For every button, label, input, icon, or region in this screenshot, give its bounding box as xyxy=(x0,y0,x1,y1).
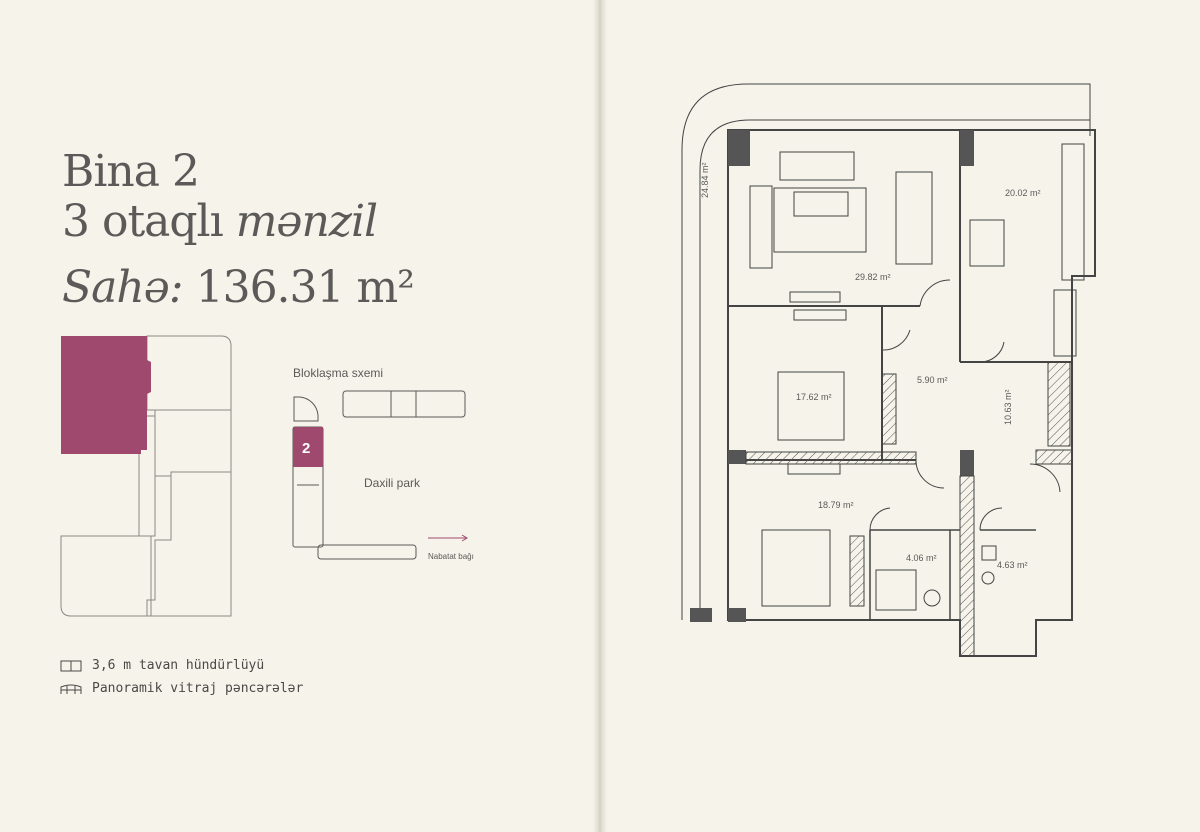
window-icon xyxy=(60,684,82,694)
park-label: Daxili park xyxy=(364,476,421,490)
feature-ceiling: 3,6 m tavan hündürlüyü xyxy=(60,658,264,673)
bath2-area: 4.63 m² xyxy=(997,560,1028,570)
block-scheme xyxy=(292,390,468,560)
scheme-block-active xyxy=(293,427,323,467)
feature-ceiling-text: 3,6 m tavan hündürlüyü xyxy=(92,658,265,673)
bedroom2-area: 18.79 m² xyxy=(818,500,854,510)
kitchen-area: 20.02 m² xyxy=(1005,188,1041,198)
living-area: 29.82 m² xyxy=(855,272,891,282)
scheme-block-long xyxy=(342,390,466,418)
hall-area: 5.90 m² xyxy=(917,375,948,385)
site-building-east xyxy=(146,471,232,617)
right-page xyxy=(602,0,1200,832)
area-value: 136.31 m² xyxy=(195,262,415,313)
terrace-area: 24.84 m² xyxy=(700,162,710,198)
book-spine xyxy=(593,0,607,832)
building-title: Bina 2 xyxy=(62,146,200,197)
bath1-area: 4.06 m² xyxy=(906,553,937,563)
area-label: Sahə: xyxy=(62,262,184,313)
site-highlighted-block xyxy=(61,336,151,454)
site-building-middle xyxy=(154,409,232,477)
bedroom1-area: 17.62 m² xyxy=(796,392,832,402)
site-connector xyxy=(138,415,156,537)
feature-window-text: Panoramik vitraj pəncərələr xyxy=(92,681,304,696)
outer-walls xyxy=(727,129,1096,657)
site-building-north xyxy=(146,335,232,411)
floor-plan xyxy=(681,83,1096,657)
ceiling-height-icon xyxy=(60,660,82,671)
site-building-west xyxy=(60,535,152,617)
garden-label: Nabatat bağı xyxy=(428,552,474,561)
terrace-outline xyxy=(681,83,1091,620)
block-scheme-title: Bloklaşma sxemi xyxy=(293,366,384,380)
scheme-block-corner xyxy=(293,396,319,422)
area-title: Sahə: 136.31 m² xyxy=(62,262,415,313)
corridor-area: 10.63 m² xyxy=(1003,389,1013,425)
rooms-prefix: 3 otaqlı xyxy=(62,196,224,247)
site-map xyxy=(60,335,232,617)
rooms-suffix: mənzil xyxy=(235,196,378,247)
block-number: 2 xyxy=(302,440,311,457)
rooms-title: 3 otaqlı mənzil xyxy=(62,196,378,247)
feature-window: Panoramik vitraj pəncərələr xyxy=(60,681,303,696)
